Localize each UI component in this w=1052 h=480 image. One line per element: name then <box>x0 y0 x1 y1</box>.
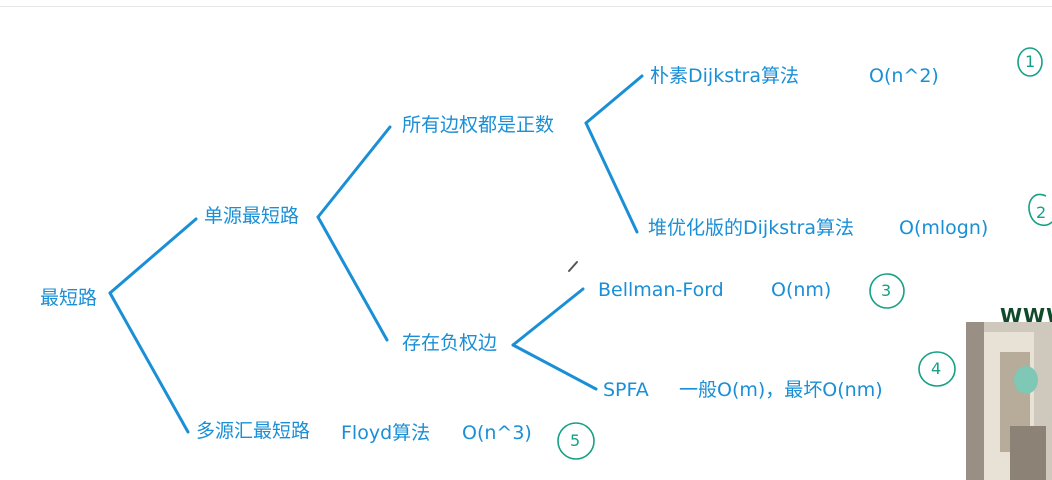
complexity-heap-dijkstra: O(mlogn) <box>899 217 989 239</box>
branch-negative-spfa <box>511 343 598 391</box>
annotation-number-1: 1 <box>1025 52 1036 71</box>
node-multi-source: 多源汇最短路 <box>196 420 311 442</box>
annotation-number-2: 2 <box>1036 203 1047 222</box>
branch-negative-bellman <box>511 287 585 347</box>
node-all-positive: 所有边权都是正数 <box>402 114 555 136</box>
top-divider <box>0 6 1052 7</box>
branch-single-positive <box>316 125 392 219</box>
node-spfa: SPFA <box>603 379 649 401</box>
node-shortest-path: 最短路 <box>40 287 98 309</box>
webcam-overlay <box>966 322 1052 480</box>
node-single-source: 单源最短路 <box>204 205 300 227</box>
circle-annotation-5 <box>557 422 595 460</box>
circle-annotation-3 <box>869 273 905 309</box>
node-naive-dijkstra: 朴素Dijkstra算法 <box>650 65 799 87</box>
branch-positive-naive <box>584 74 644 125</box>
branch-root-single <box>108 217 198 295</box>
node-heap-dijkstra: 堆优化版的Dijkstra算法 <box>648 217 854 239</box>
circle-annotation-1 <box>1017 47 1043 77</box>
pen-cursor-icon <box>568 261 578 272</box>
annotation-number-5: 5 <box>570 431 581 450</box>
complexity-floyd: O(n^3) <box>462 422 532 444</box>
branch-single-negative <box>316 215 389 342</box>
complexity-bellman-ford: O(nm) <box>771 279 832 301</box>
complexity-spfa: 一般O(m)，最坏O(nm) <box>679 379 883 401</box>
annotation-number-3: 3 <box>881 281 892 300</box>
annotation-number-4: 4 <box>931 359 942 378</box>
node-floyd: Floyd算法 <box>341 422 431 444</box>
webcam-image <box>966 322 1052 480</box>
branch-root-multi <box>108 291 190 434</box>
circle-annotation-4 <box>918 351 956 387</box>
circle-annotation-2 <box>1028 193 1052 227</box>
node-bellman-ford: Bellman-Ford <box>598 279 724 301</box>
node-negative-edges: 存在负权边 <box>402 332 498 354</box>
complexity-naive-dijkstra: O(n^2) <box>869 65 939 87</box>
branch-positive-heap <box>584 121 639 234</box>
